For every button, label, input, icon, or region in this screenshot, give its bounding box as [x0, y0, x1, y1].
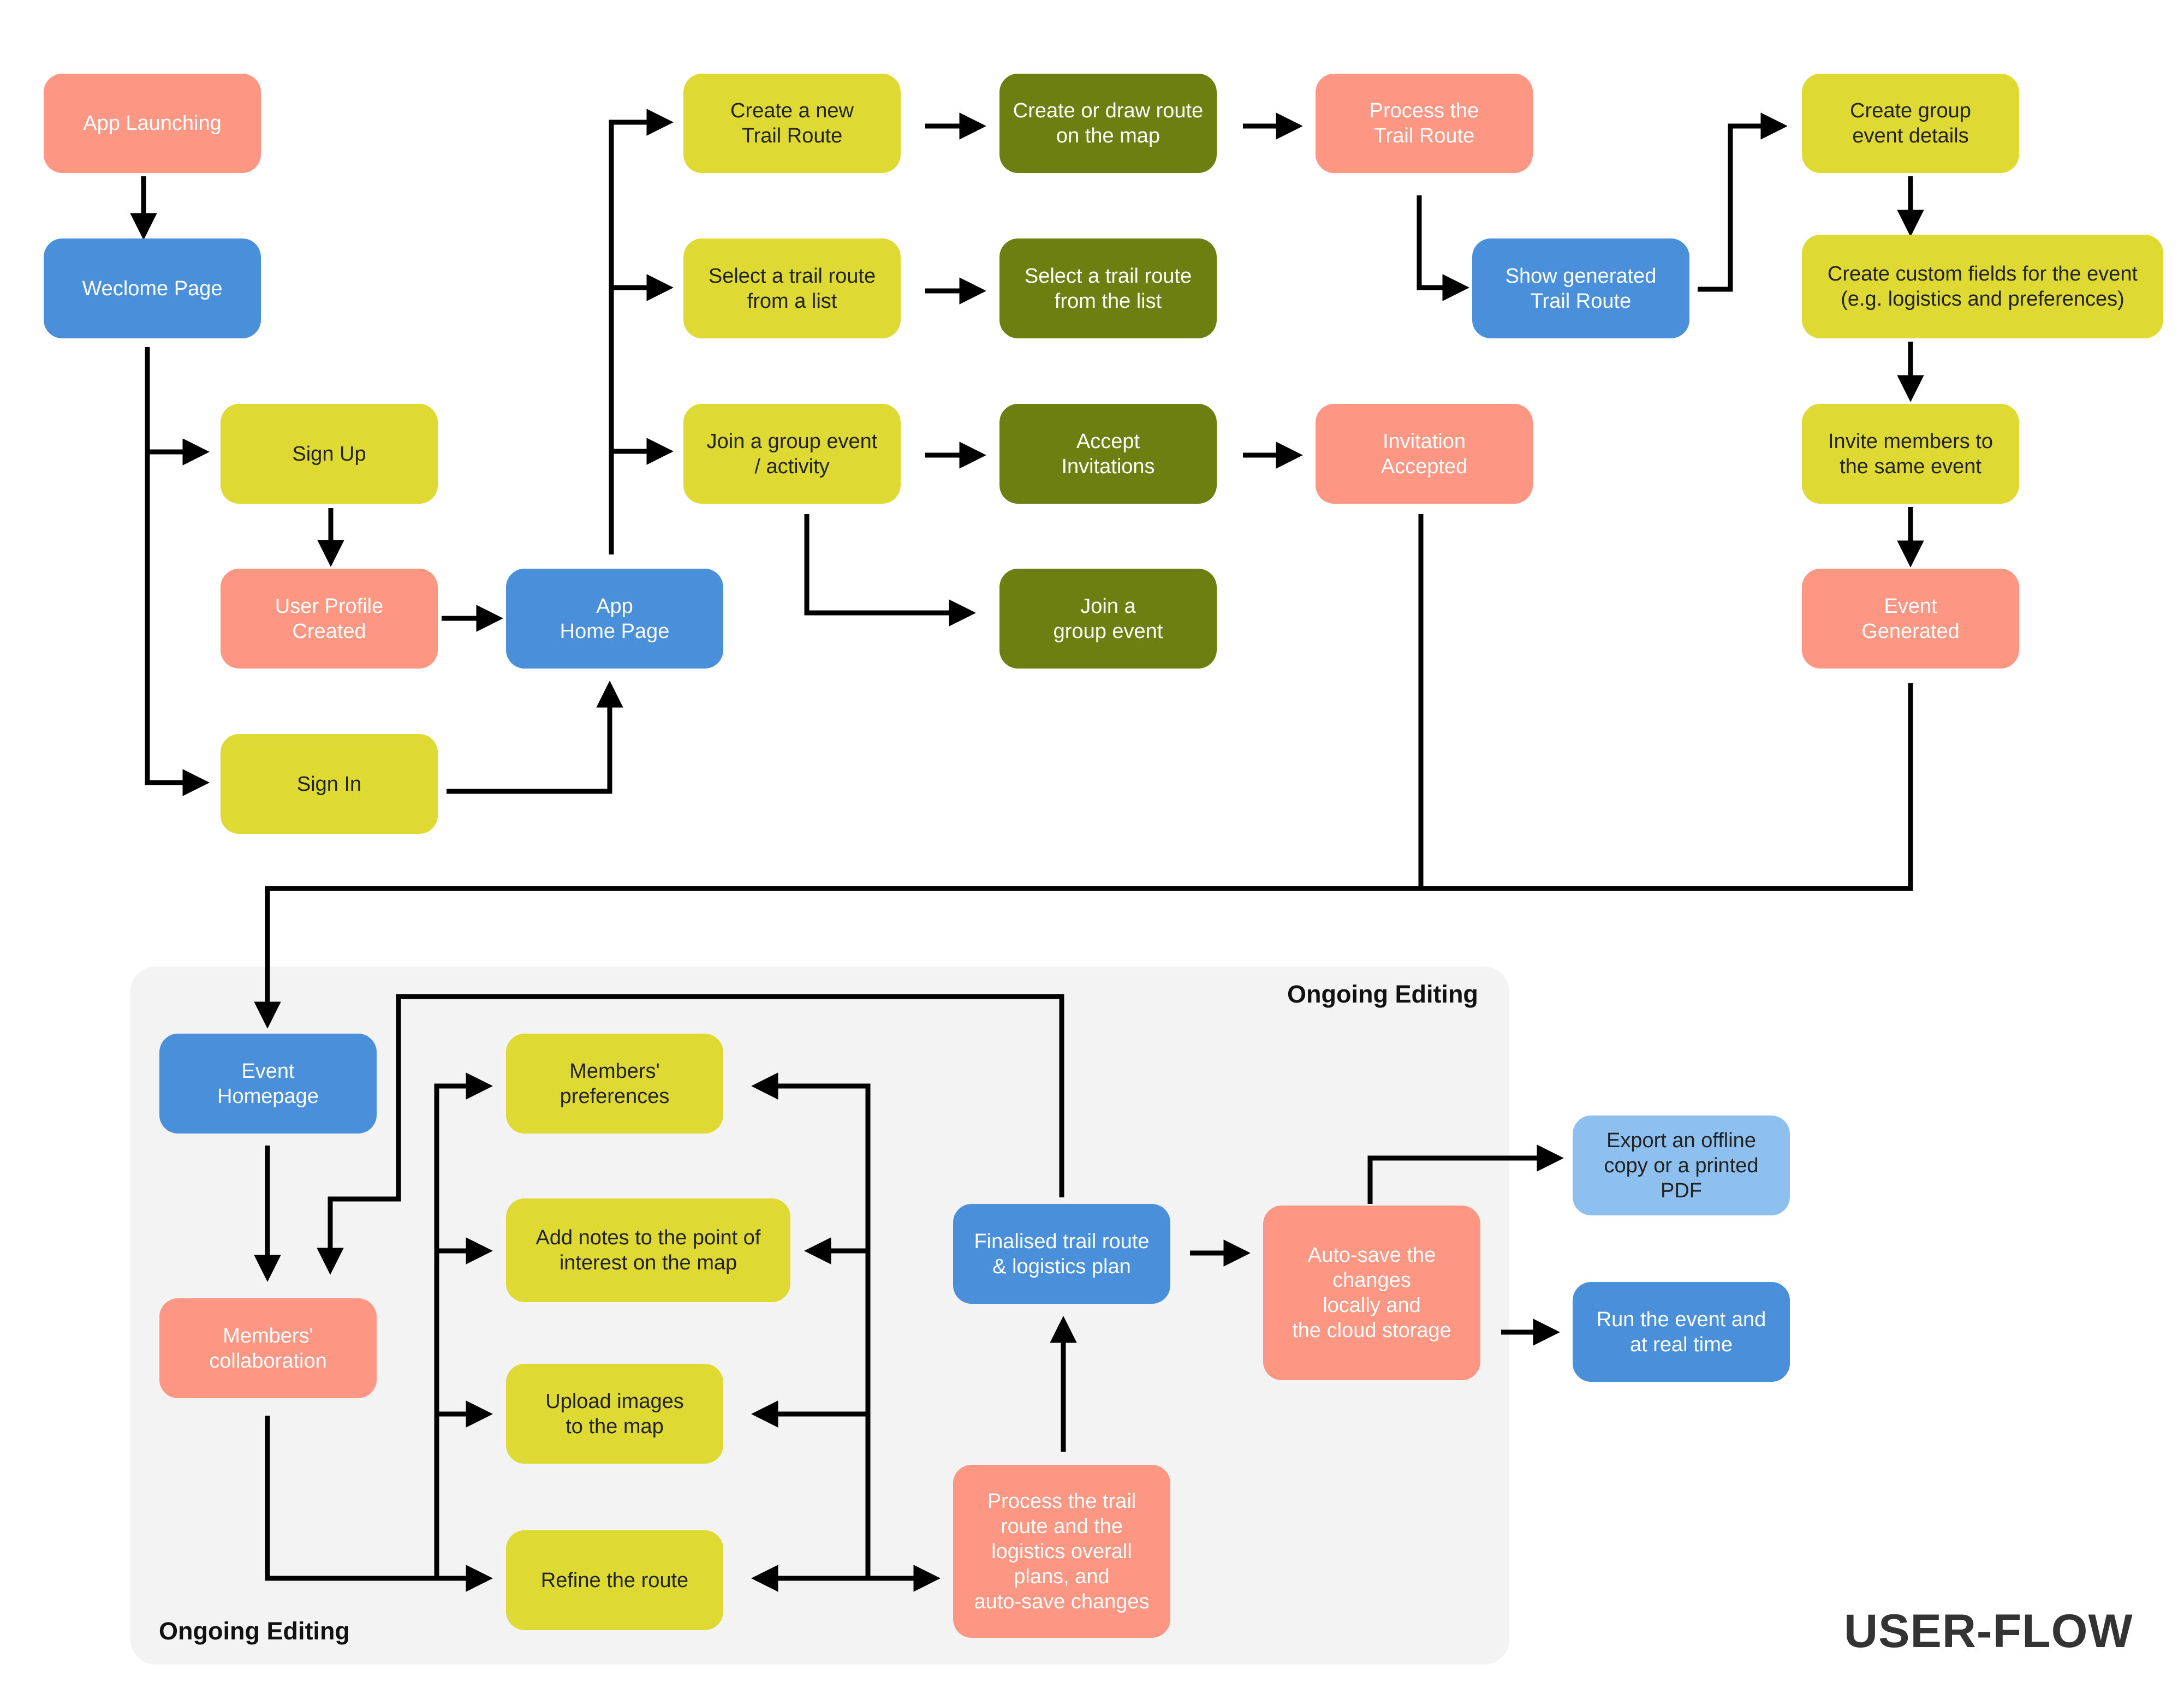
ongoing-editing-label-top: Ongoing Editing [1287, 980, 1478, 1008]
node-event-homepage: Event Homepage [159, 1034, 377, 1134]
node-invitation-accepted: Invitation Accepted [1316, 404, 1533, 504]
node-create-trail-route: Create a new Trail Route [683, 74, 901, 173]
node-sign-up: Sign Up [221, 404, 438, 504]
node-accept-invitations: Accept Invitations [999, 404, 1217, 504]
node-export-pdf: Export an offline copy or a printed PDF [1573, 1116, 1790, 1215]
node-refine-route: Refine the route [506, 1530, 723, 1630]
node-create-draw-route: Create or draw route on the map [999, 74, 1217, 173]
node-add-notes: Add notes to the point of interest on th… [506, 1198, 790, 1302]
node-invite-members: Invite members to the same event [1802, 404, 2019, 504]
arrow-show-to-group-details [1698, 112, 1788, 292]
arrow-signin-to-home [447, 681, 623, 794]
node-join-group-event: Join a group event [999, 569, 1217, 669]
node-process-trail-route: Process the Trail Route [1316, 74, 1533, 173]
node-create-custom-fields: Create custom fields for the event (e.g.… [1802, 235, 2163, 338]
node-auto-save: Auto-save the changes locally and the cl… [1263, 1206, 1480, 1380]
arrow-rbus-to-preferences [751, 1072, 871, 1578]
node-select-trail-list: Select a trail route from a list [683, 238, 901, 338]
node-members-preferences: Members' preferences [506, 1034, 723, 1134]
node-finalised-route: Finalised trail route & logistics plan [953, 1204, 1170, 1304]
node-members-collaboration: Members' collaboration [159, 1298, 377, 1398]
node-user-profile-created: User Profile Created [221, 569, 438, 669]
arrow-welcome-to-signup [145, 347, 210, 466]
arrow-collab-to-refine [265, 1416, 493, 1592]
arrow-autosave-to-export [1367, 1144, 1564, 1204]
arrow-welcome-to-signin [145, 452, 210, 796]
node-create-group-event-details: Create group event details [1802, 74, 2019, 173]
node-app-home-page: App Home Page [506, 569, 723, 669]
arrow-join-to-join-event [804, 514, 976, 627]
node-welcome-page: Weclome Page [44, 238, 261, 338]
arrow-process-to-show [1417, 195, 1469, 301]
arrow-bus-to-preferences [434, 1072, 493, 1578]
diagram-title: USER-FLOW [1844, 1605, 2133, 1657]
ongoing-editing-label-bottom: Ongoing Editing [159, 1617, 350, 1645]
node-run-event: Run the event and at real time [1573, 1282, 1790, 1382]
arrow-home-to-create-trail [609, 109, 674, 554]
node-upload-images: Upload images to the map [506, 1364, 723, 1464]
node-app-launching: App Launching [44, 74, 261, 173]
node-select-trail-from-list: Select a trail route from the list [999, 238, 1217, 338]
node-show-generated-route: Show generated Trail Route [1472, 238, 1689, 338]
node-join-group-activity: Join a group event / activity [683, 404, 901, 504]
arrow-generated-to-event-homepage [254, 683, 1913, 1029]
node-process-plans: Process the trail route and the logistic… [953, 1465, 1170, 1638]
node-sign-in: Sign In [221, 734, 438, 834]
arrow-finalised-loop-to-collab [317, 994, 1064, 1275]
node-event-generated: Event Generated [1802, 569, 2019, 669]
